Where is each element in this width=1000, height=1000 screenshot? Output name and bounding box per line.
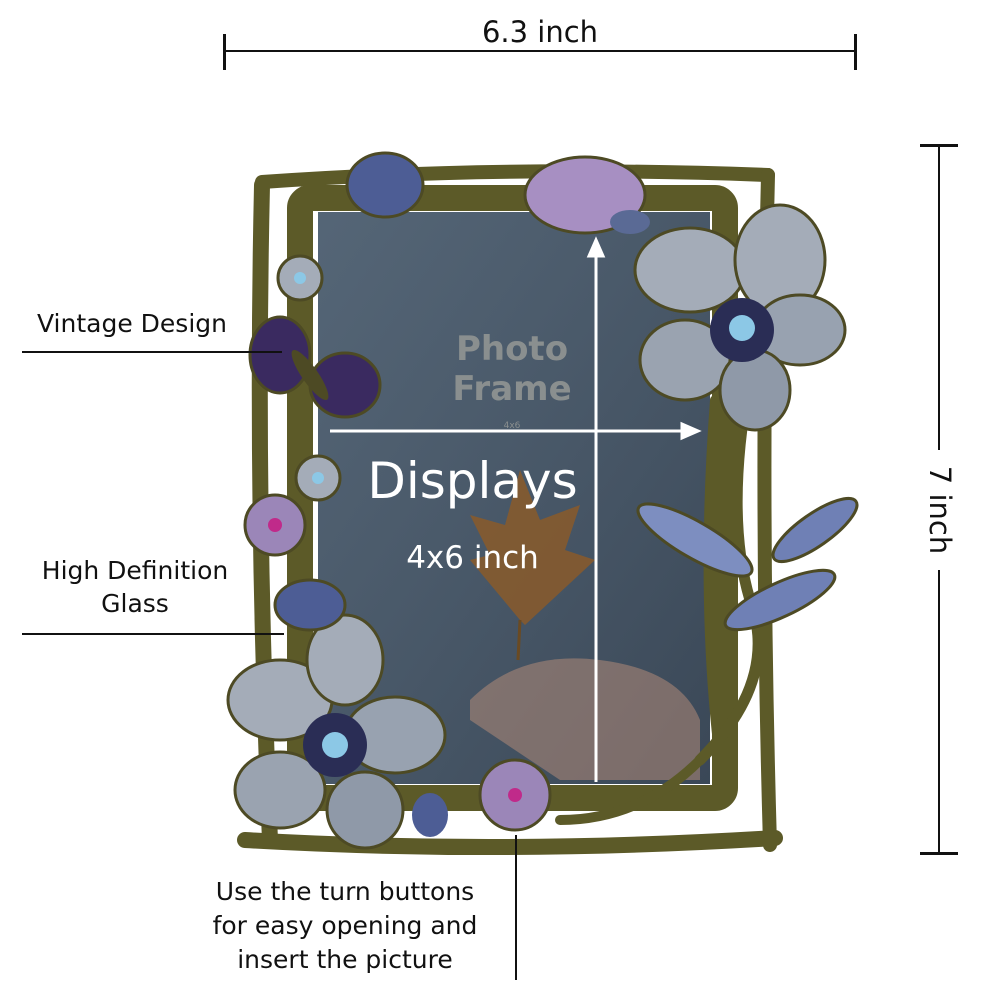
blue-leaf-top	[345, 151, 425, 219]
large-flower-top-right	[633, 203, 847, 432]
dragonfly-wings	[636, 496, 859, 632]
callout-buttons-line2: for easy opening and	[212, 911, 478, 940]
purple-flower-top	[523, 155, 650, 235]
height-label: 7 inch	[923, 450, 957, 570]
measure-arrows	[330, 236, 702, 782]
callout-glass-line1: High Definition	[41, 556, 229, 585]
callout-glass-line2: Glass	[101, 589, 169, 618]
callout-buttons-line3: insert the picture	[237, 945, 453, 974]
small-flower	[243, 254, 552, 837]
frame-branches	[237, 164, 783, 856]
watermark: Photo	[456, 329, 568, 369]
watermark-size: 4x6	[504, 421, 521, 431]
width-dimension-line	[224, 50, 856, 52]
hand	[470, 658, 700, 780]
butterfly	[248, 315, 382, 419]
display-size: 4x6 inch	[406, 540, 539, 576]
large-flower-bottom-left	[226, 613, 447, 850]
width-label: 6.3 inch	[440, 16, 640, 48]
maple-leaf	[470, 470, 595, 625]
callout-vintage-design: Vintage Design	[37, 309, 227, 338]
watermark: Frame	[452, 369, 571, 409]
callout-buttons-line	[515, 835, 517, 980]
callout-buttons-line1: Use the turn buttons	[215, 877, 475, 906]
display-title: Displays	[367, 452, 578, 510]
